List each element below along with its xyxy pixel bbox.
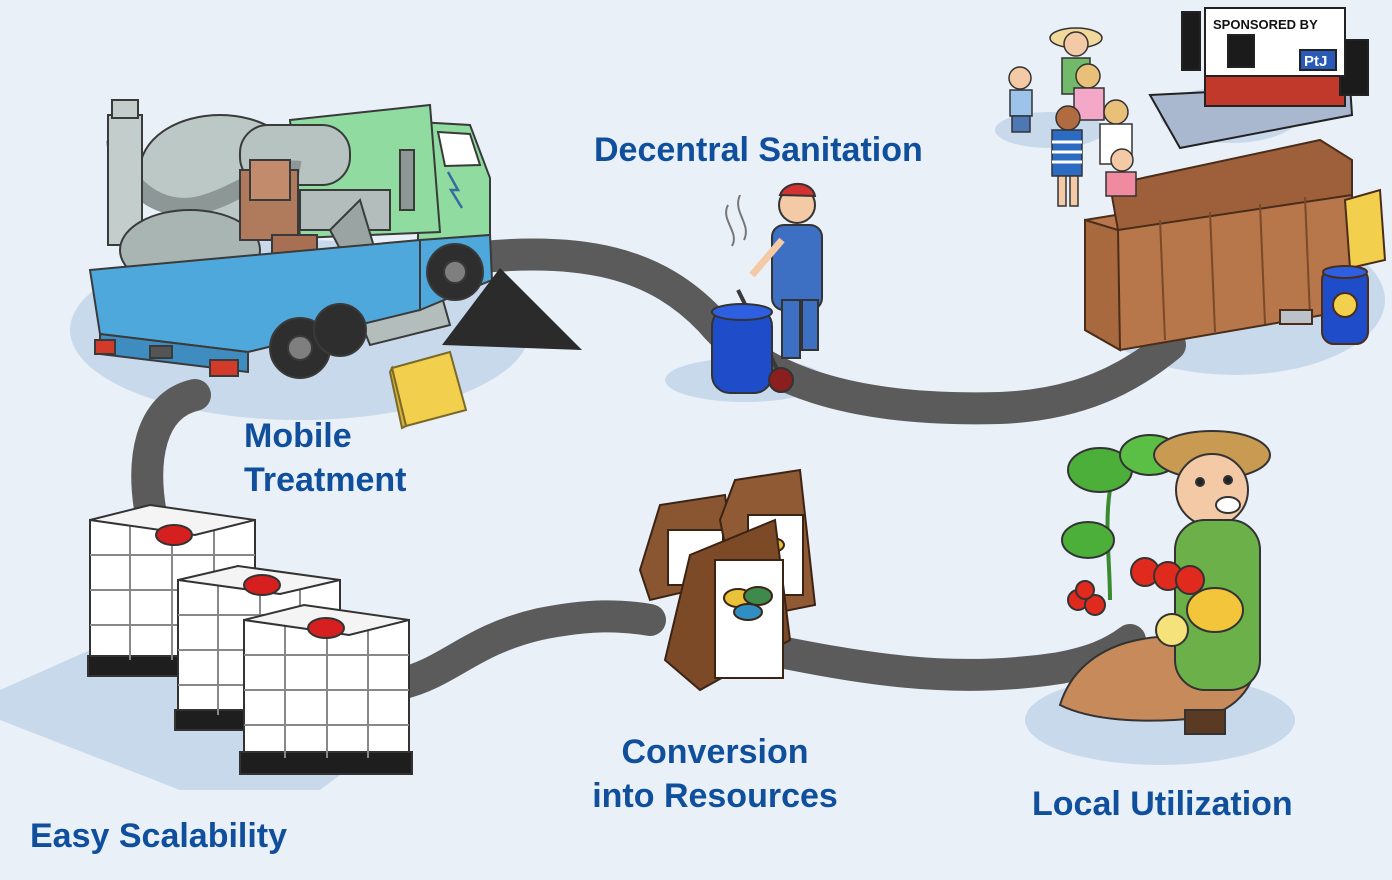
fertilizer-bags [638, 468, 817, 692]
sign-sponsored-by: SPONSORED BY [1213, 17, 1318, 32]
label-conversion-line2: into Resources [592, 777, 838, 815]
truck-illustration [88, 99, 494, 379]
label-mobile-treatment-line1: Mobile [244, 417, 352, 455]
sign-logo: PtJ [1304, 53, 1327, 70]
label-conversion-into-resources: Conversion into Resources [560, 730, 870, 818]
ibc-tanks [87, 503, 413, 775]
sponsor-stage [1148, 7, 1369, 150]
label-local-utilization: Local Utilization [1032, 785, 1293, 823]
hay-bale-front [388, 350, 468, 430]
fertilizer-bag-front [663, 518, 792, 692]
label-conversion-line1: Conversion [621, 733, 809, 771]
wooden-toilet [1084, 138, 1387, 352]
label-decentral-sanitation: Decentral Sanitation [594, 131, 923, 169]
people-group [1008, 27, 1137, 207]
ibc-tank-3 [239, 603, 413, 775]
compost-pile [442, 268, 582, 350]
label-easy-scalability: Easy Scalability [30, 817, 288, 855]
gardener-with-tomatoes [1058, 430, 1271, 735]
worker-with-barrel [711, 182, 823, 394]
label-mobile-treatment: Mobile Treatment [244, 414, 407, 502]
label-mobile-treatment-line2: Treatment [244, 461, 407, 499]
